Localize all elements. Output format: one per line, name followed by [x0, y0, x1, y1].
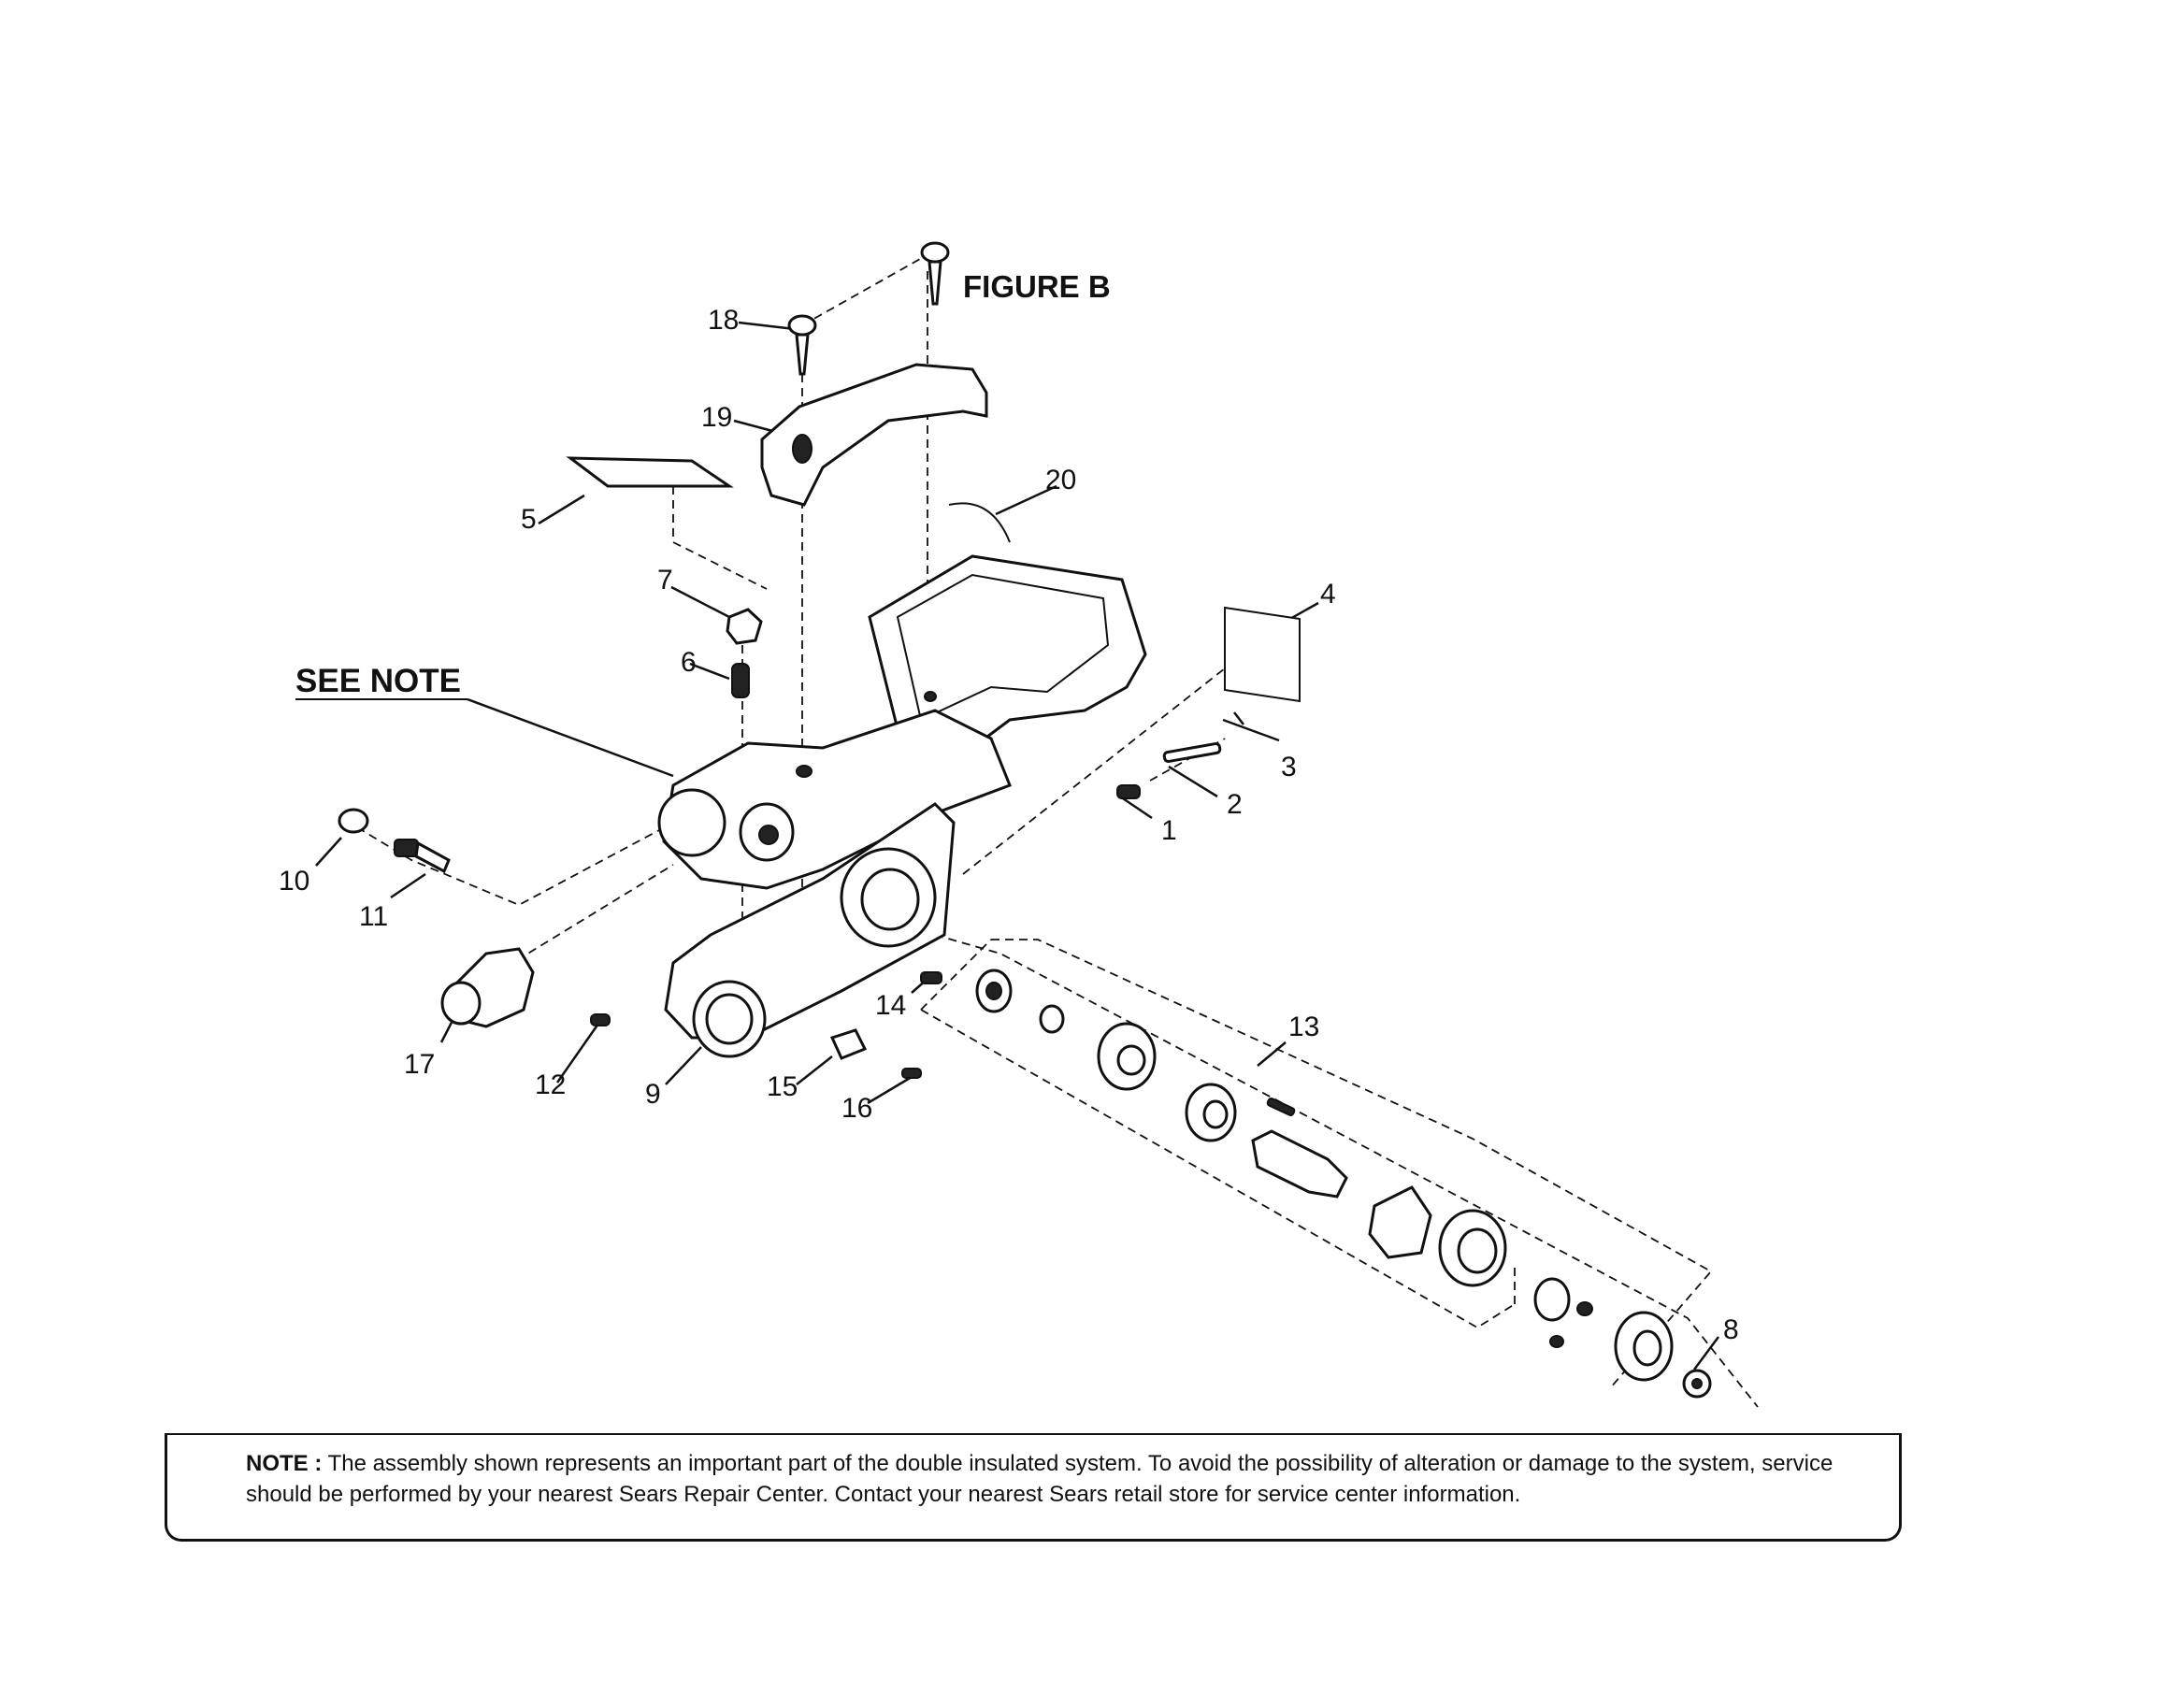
part-handle-cover: [760, 363, 988, 507]
callout-14: 14: [875, 990, 906, 1021]
callout-3: 3: [1281, 752, 1297, 782]
callout-9: 9: [645, 1079, 661, 1110]
part-label-side: [1224, 606, 1301, 703]
callout-2: 2: [1227, 789, 1243, 820]
callout-7: 7: [657, 565, 673, 596]
callout-4: 4: [1320, 579, 1336, 610]
figure-title: FIGURE B: [963, 269, 1111, 304]
callout-17: 17: [404, 1049, 435, 1080]
callout-leaders: [315, 321, 1720, 1371]
callout-1: 1: [1161, 815, 1177, 846]
callout-18: 18: [708, 305, 739, 336]
part-small-fasteners: [590, 971, 942, 1079]
callout-13: 13: [1288, 1012, 1319, 1042]
part-pin-set: [1116, 711, 1244, 799]
callout-20: 20: [1045, 465, 1076, 495]
see-note-leader: [467, 697, 674, 778]
part-gear-case: [664, 802, 956, 1058]
part-knob: [440, 947, 535, 1028]
part-washer: [1682, 1369, 1712, 1399]
callout-19: 19: [701, 402, 732, 433]
callout-8: 8: [1723, 1314, 1739, 1345]
callout-16: 16: [841, 1093, 872, 1124]
callout-12: 12: [535, 1069, 566, 1100]
note-box: NOTE : The assembly shown represents an …: [165, 1433, 1902, 1542]
note-label: NOTE :: [246, 1451, 323, 1476]
part-arc-label: [948, 502, 1011, 543]
assembly-lines: [356, 250, 1759, 1408]
callout-10: 10: [279, 866, 309, 897]
part-label-top: [566, 456, 734, 488]
callout-5: 5: [521, 504, 537, 535]
callout-numbers: 1 2 3 4 5 6 7 8 9 10 11 12 13 14 15 16 1…: [279, 305, 1739, 1345]
part-housing: [657, 554, 1147, 890]
part-nut-and-spring: [726, 608, 763, 698]
callout-11: 11: [359, 901, 388, 932]
callout-15: 15: [767, 1071, 798, 1102]
part-cap-and-switch: [338, 808, 451, 874]
callout-6: 6: [681, 647, 697, 678]
part-screws: [787, 241, 950, 376]
part-drive-assembly: [975, 969, 1674, 1382]
see-note-label: SEE NOTE: [295, 663, 461, 699]
note-text: The assembly shown represents an importa…: [246, 1451, 1833, 1507]
